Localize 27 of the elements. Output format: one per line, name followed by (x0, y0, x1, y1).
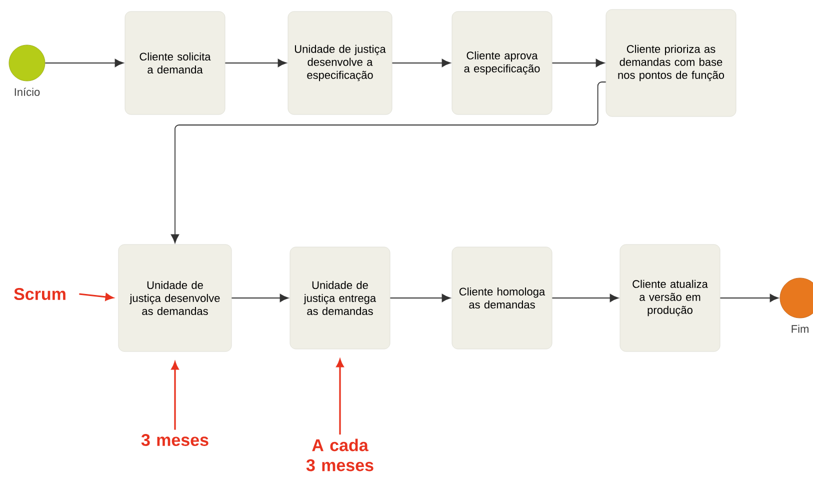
arrow (336, 359, 344, 435)
arrow (231, 294, 289, 302)
event-label: Fim (792, 324, 808, 333)
process-box: Cliente homologa as demandas (452, 246, 552, 350)
event-circle (8, 44, 46, 82)
process-box: Cliente solicita a demanda (124, 11, 226, 115)
arrow (720, 294, 779, 302)
arrow (170, 82, 606, 244)
process-box: Unidade de justiça desenvolve a especificação (288, 11, 392, 115)
annotation-text: A cada 3 meses (306, 438, 374, 472)
arrow (171, 362, 179, 430)
arrow (552, 58, 605, 68)
arrow (224, 58, 287, 68)
annotation-text: Scrum (14, 288, 66, 300)
arrow (392, 58, 451, 68)
arrow (44, 58, 124, 68)
arrow (79, 293, 114, 301)
arrow (390, 294, 451, 302)
arrow (552, 294, 619, 302)
process-box: Cliente atualiza a versão em produção (620, 244, 720, 352)
annotation-text: 3 meses (141, 434, 208, 446)
event-circle (780, 278, 813, 318)
process-box: Cliente prioriza as demandas com base nos pontos de função (606, 9, 736, 117)
process-box: Cliente aprova a especificação (452, 11, 552, 115)
event-label: Início (14, 88, 40, 96)
process-box: Unidade de justiça desenvolve as demandas (118, 244, 232, 352)
process-box: Unidade de justiça entrega as demandas (290, 246, 390, 350)
